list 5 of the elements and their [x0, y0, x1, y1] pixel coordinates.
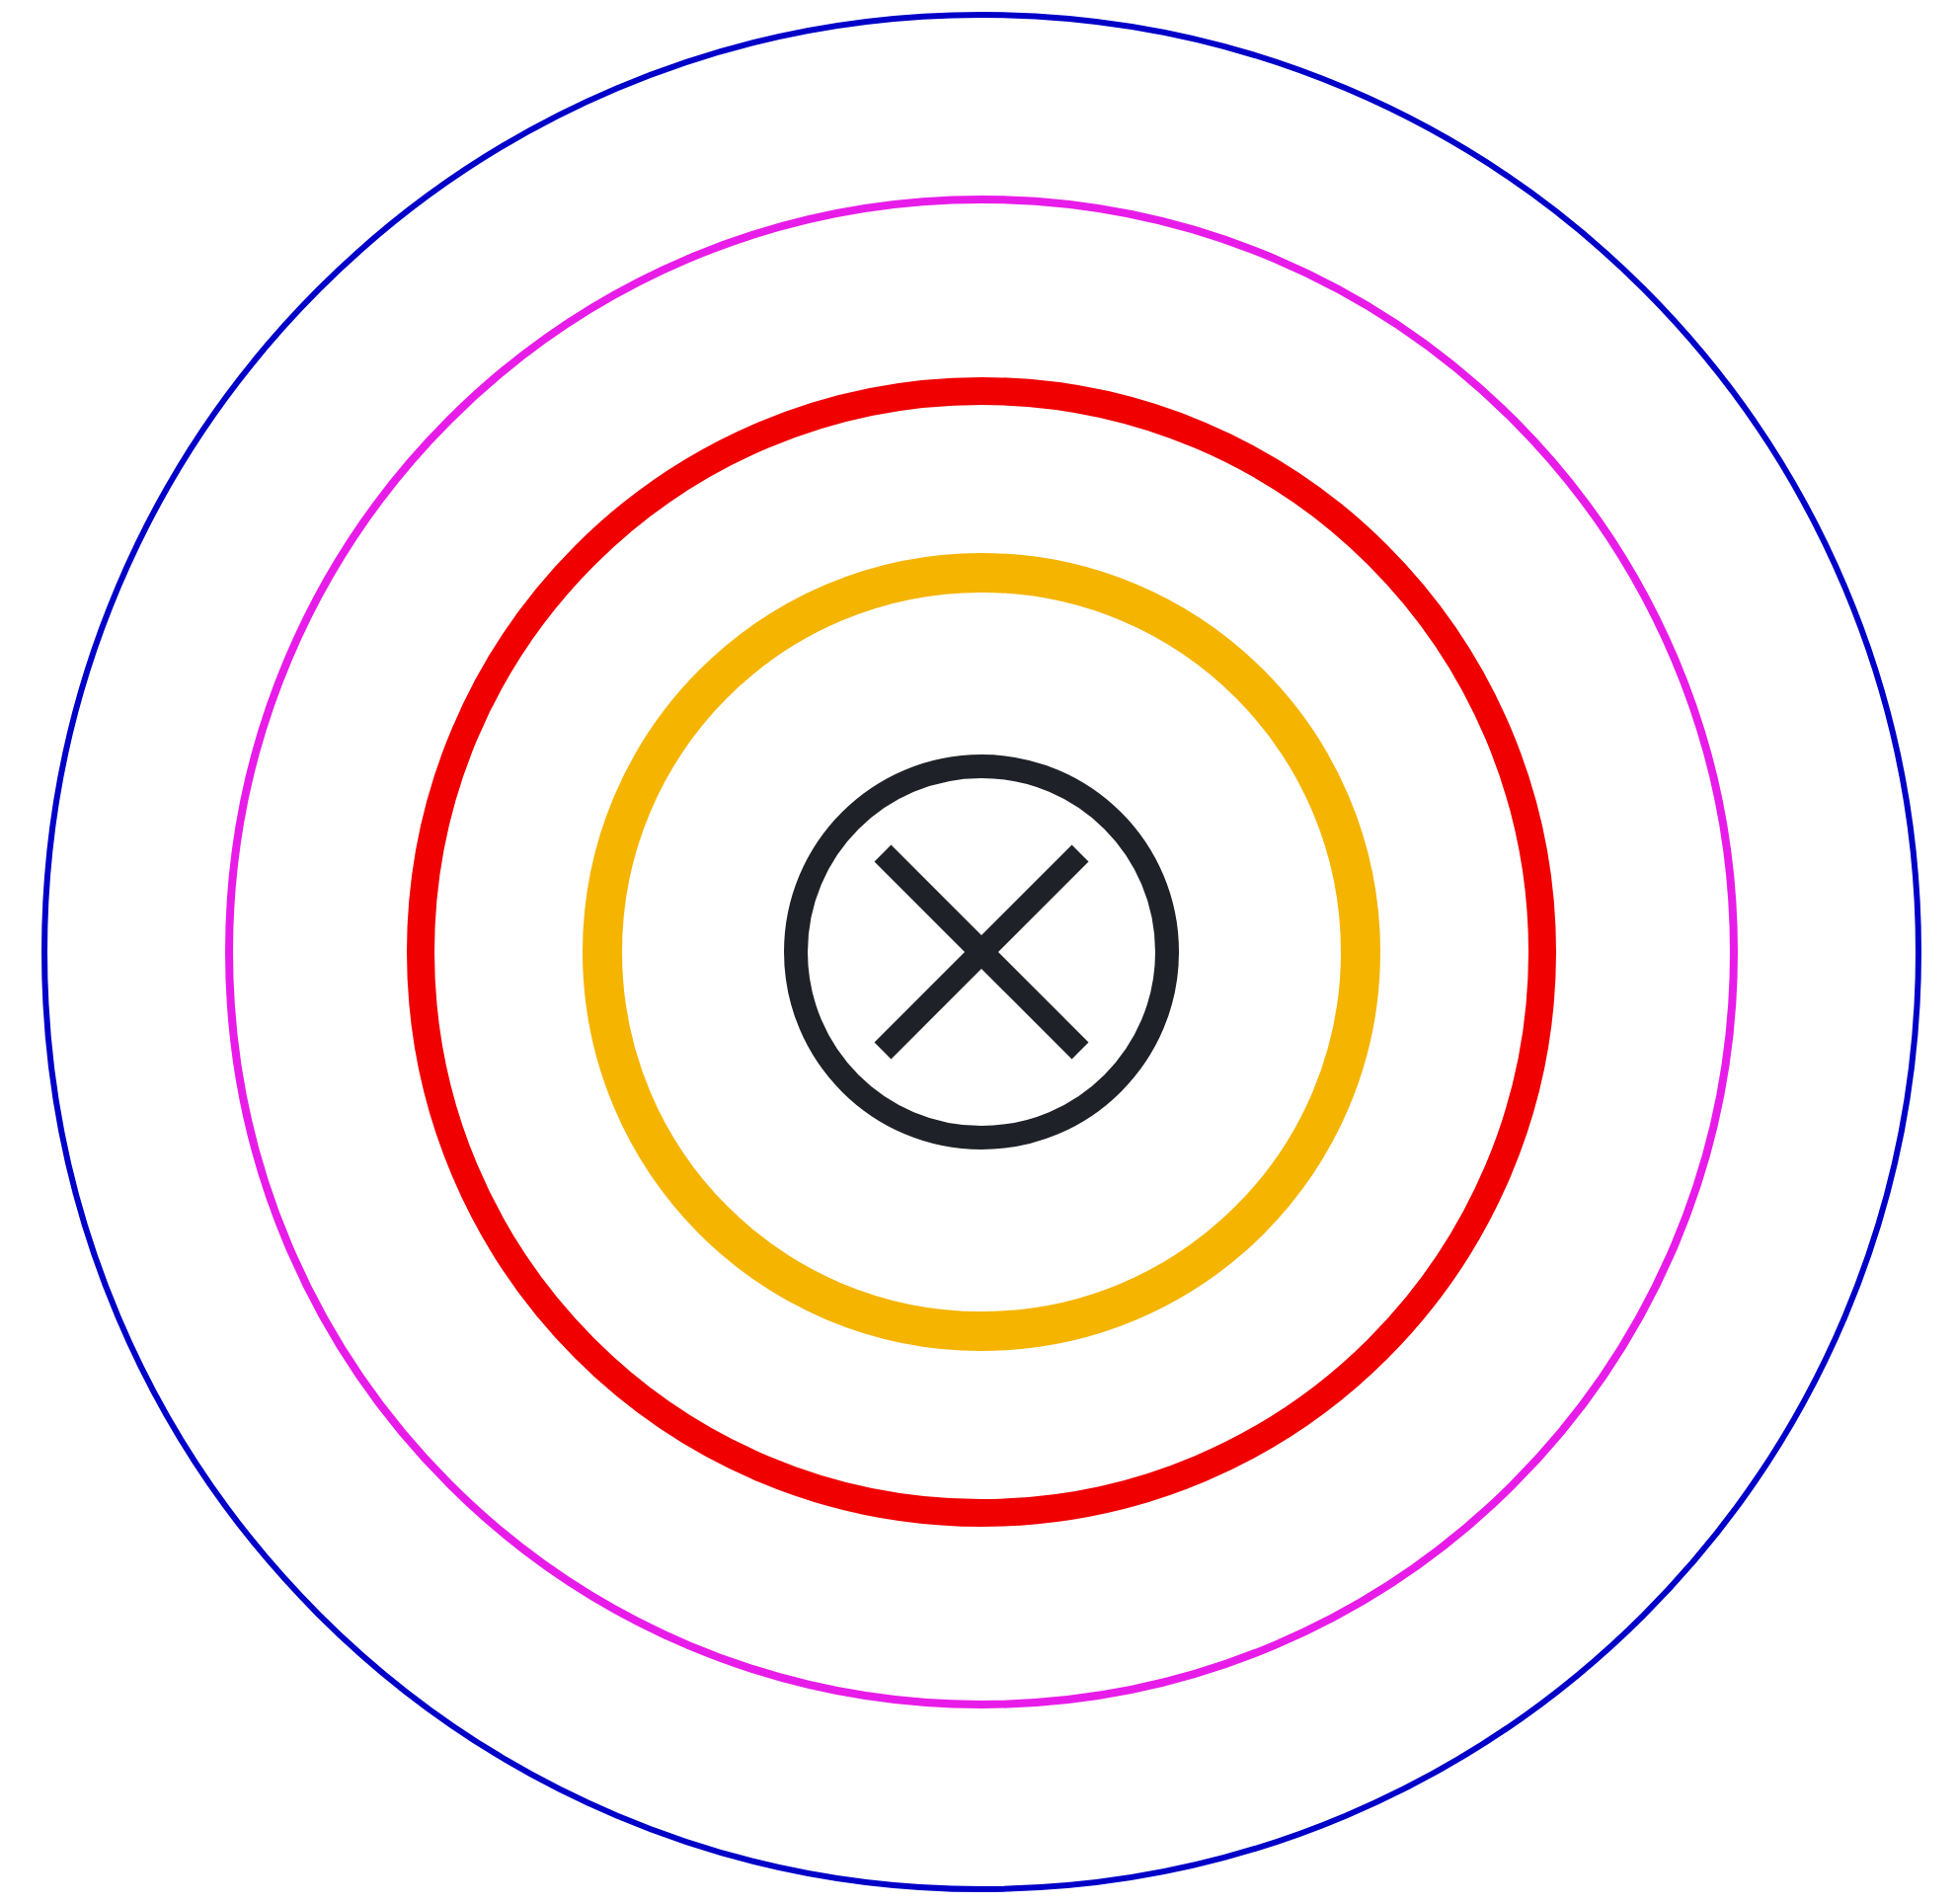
circle-ring	[407, 376, 1556, 1527]
cross-circle-symbol	[784, 754, 1179, 1150]
circle-ring	[225, 195, 1738, 1708]
circle-ring	[41, 11, 1921, 1892]
circle-ring	[583, 553, 1380, 1351]
